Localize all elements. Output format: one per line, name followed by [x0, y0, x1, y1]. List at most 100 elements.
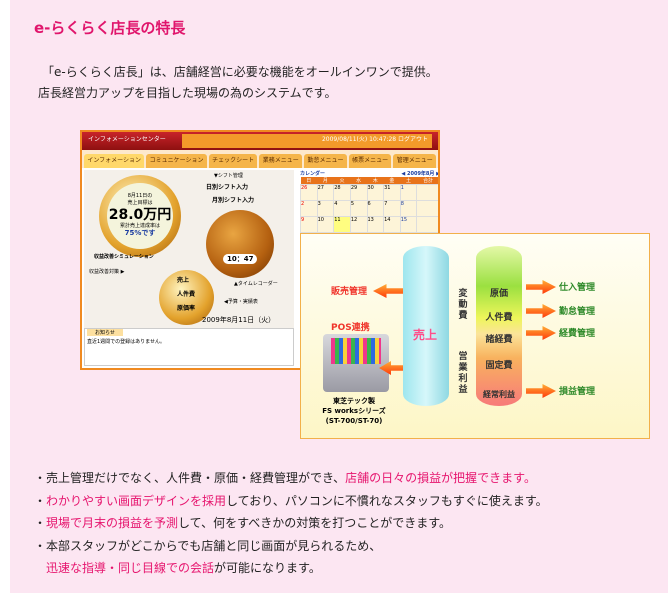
bullet: ・ [34, 493, 47, 508]
calendar-day[interactable]: 29 [349, 184, 368, 201]
feature-text: が可能になります。 [214, 561, 321, 575]
budget-link[interactable]: ◀予算・実績表 [224, 299, 258, 305]
feature-highlight: 迅速な指導・同じ目線での会話 [46, 561, 215, 575]
calendar-day[interactable] [416, 200, 438, 217]
variable-cost-label: 変動費 [458, 289, 468, 321]
tab-information[interactable]: インフォメーション [84, 154, 145, 168]
pos-models: (ST-700/ST-70) [325, 417, 383, 425]
cost-segment: 経常利益 [483, 390, 515, 399]
calendar-day[interactable]: 28 [333, 184, 351, 201]
cost-cylinder: 原価 人件費 諸経費 固定費 経常利益 [476, 246, 522, 406]
app-header: インフォメーションセンター 2009/08/11(火) 10:47:28 ログア… [82, 132, 438, 150]
sales-rate: 75%です [124, 229, 156, 237]
feature-text: しており、パソコンに不慣れなスタッフもすぐに使えます。 [226, 493, 548, 508]
arrow-right-icon [526, 326, 556, 340]
sales-target-value: 28.0万円 [108, 207, 172, 223]
intro-text: 「e-らくらく店長」は、店舗経営に必要な機能をオールインワンで提供。 店長経営力… [38, 62, 438, 104]
feature-text: ・本部スタッフがどこからでも店舗と同じ画面が見られるため、 [34, 538, 382, 553]
sales-cylinder: 売上 [403, 246, 449, 406]
pos-maker: 東芝テック製 [333, 397, 375, 405]
sales-label: 8月11日の [127, 193, 153, 199]
feature-text: ・売上管理だけでなく、人件費・原価・経費管理ができ、 [34, 471, 346, 485]
sales-management-label: 販売管理 [331, 287, 368, 297]
calendar-day[interactable]: 7 [383, 200, 401, 217]
arrow-right-icon [526, 384, 556, 398]
feature-highlight: 現場で月末の損益を予測 [46, 516, 179, 530]
notice-text: 直近1週間での登録はありません。 [87, 339, 166, 345]
calendar-day[interactable] [416, 184, 438, 201]
app-header-title: インフォメーションセンター [88, 136, 166, 143]
people-orb: 売上 人件費 原価率 [159, 270, 214, 325]
calendar-day[interactable]: 4 [333, 200, 351, 217]
feature-highlight: わかりやすい画面デザインを採用 [46, 493, 227, 508]
pos-series: FS worksシリーズ [322, 407, 386, 415]
tab-reports[interactable]: 帳票メニュー [348, 154, 392, 168]
tab-checksheet[interactable]: チェックシート [208, 154, 258, 168]
intro-line: 店長経営力アップを目指した現場の為のシステムです。 [38, 86, 337, 100]
feature-highlight: 店舗の日々の損益が把握できます。 [345, 471, 536, 485]
clock-time: 10：47 [223, 254, 258, 264]
calendar-day[interactable]: 6 [366, 200, 385, 217]
calendar-day[interactable]: 26 [300, 184, 318, 201]
calendar-day[interactable]: 9 [300, 216, 318, 233]
timerecorder-link[interactable]: ▲タイムレコーダー [234, 281, 278, 287]
tab-attendance[interactable]: 勤怠メニュー [304, 154, 347, 168]
labor-link[interactable]: 人件費 [177, 291, 196, 298]
improve-link[interactable]: 収益改善対策 ▶ [89, 269, 125, 275]
sales-label: 売上 [413, 328, 438, 342]
intro-line: 「e-らくらく店長」は、店舗経営に必要な機能をオールインワンで提供。 [42, 65, 438, 79]
profit-management-label: 損益管理 [559, 387, 596, 397]
calendar-day[interactable]: 12 [349, 216, 368, 233]
calendar-day[interactable]: 10 [316, 216, 335, 233]
tab-business[interactable]: 業務メニュー [259, 154, 303, 168]
info-panel: 8月11日の 売上目標は 28.0万円 累計売上達成率は 75%です ▼シフト管… [84, 170, 294, 328]
calendar-day[interactable]: 1 [399, 184, 418, 201]
cost-segment: 固定費 [485, 361, 513, 371]
calendar-day[interactable]: 5 [349, 200, 368, 217]
monthly-shift-link[interactable]: 月別シフト入力 [212, 197, 255, 204]
page-title: e-らくらく店長の特長 [34, 19, 186, 37]
cost-segment: 人件費 [485, 313, 513, 323]
pos-terminal-name: 東芝テック製 FS worksシリーズ (ST-700/ST-70) [309, 396, 399, 426]
sales-target-orb: 8月11日の 売上目標は 28.0万円 累計売上達成率は 75%です [99, 175, 181, 257]
cost-rate-link[interactable]: 原価率 [177, 305, 196, 312]
sales-link[interactable]: 売上 [177, 277, 190, 284]
sales-label: 累計売上達成率は [119, 223, 160, 229]
cost-segment: 諸経費 [485, 335, 513, 345]
calendar-day[interactable]: 3 [316, 200, 335, 217]
calendar-day[interactable]: 13 [366, 216, 385, 233]
calendar-month-nav[interactable]: ◀ 2009年8月 ▶ [401, 171, 440, 177]
calendar-tab[interactable]: カレンダー [300, 171, 326, 177]
calendar-day[interactable]: 11 [333, 216, 351, 233]
calendar-day[interactable]: 2 [300, 200, 318, 217]
calendar-day[interactable]: 31 [383, 184, 401, 201]
daily-shift-link[interactable]: 日別シフト入力 [206, 184, 249, 191]
notice-tab[interactable]: お知らせ [87, 329, 123, 336]
calendar-day[interactable]: 15 [399, 216, 418, 233]
feature-item: ・現場で月末の損益を予測して、何をすべきかの対策を打つことができます。 [34, 512, 548, 535]
app-header-info: 2009/08/11(火) 10:47:28 ログアウト [182, 134, 432, 148]
current-date: 2009年8月11日（火） [202, 316, 276, 324]
simulation-link[interactable]: 収益改善シミュレーション [94, 254, 154, 260]
feature-item: ・売上管理だけでなく、人件費・原価・経費管理ができ、店舗の日々の損益が把握できま… [34, 467, 548, 490]
calendar-day[interactable]: 14 [383, 216, 401, 233]
shift-heading: ▼シフト管理 [214, 173, 243, 179]
weekday-header: 金 [383, 177, 401, 185]
weekday-header: 合計 [416, 177, 438, 185]
calendar-day[interactable]: 27 [316, 184, 335, 201]
calendar-day[interactable] [416, 216, 438, 233]
operating-profit-label: 営業利益 [458, 352, 468, 395]
attendance-management-label: 勤怠管理 [559, 307, 596, 317]
weekday-header: 月 [317, 177, 334, 185]
tab-admin[interactable]: 管理メニュー [393, 154, 437, 168]
tab-communication[interactable]: コミュニケーション [146, 154, 207, 168]
sales-label: 売上目標は [127, 200, 153, 206]
calendar-day[interactable]: 8 [399, 200, 418, 217]
clock-orb: 10：47 [206, 210, 274, 278]
calendar-day[interactable]: 30 [366, 184, 385, 201]
